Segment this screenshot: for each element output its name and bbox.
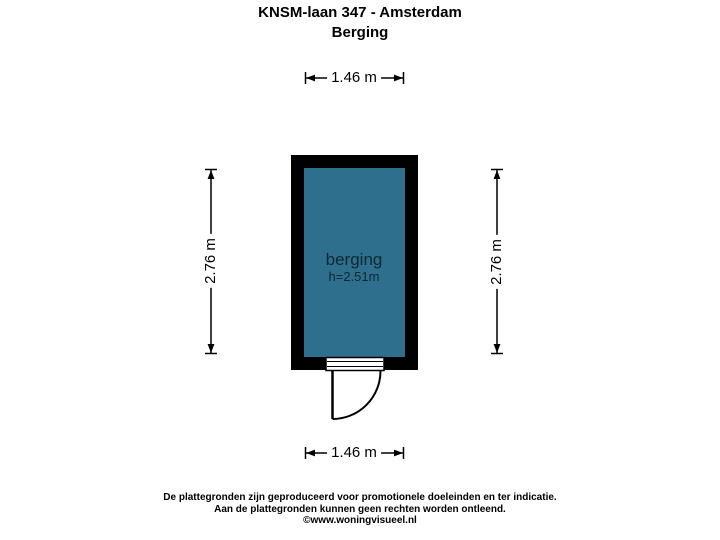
dimension-label-top: 1.46 m xyxy=(327,68,381,88)
door-swing-arc xyxy=(332,370,382,420)
disclaimer-line-1: De plattegronden zijn geproduceerd voor … xyxy=(163,492,557,503)
dimension-label-left: 2.76 m xyxy=(201,234,221,288)
dimension-label-right: 2.76 m xyxy=(487,235,507,289)
page-title: KNSM-laan 347 - Amsterdam Berging xyxy=(0,3,720,43)
disclaimer-copyright: ©www.woningvisueel.nl xyxy=(303,515,417,526)
disclaimer: De plattegronden zijn geproduceerd voor … xyxy=(0,492,720,527)
disclaimer-line-2: Aan de plattegronden kunnen geen rechten… xyxy=(214,503,506,515)
title-subtitle: Berging xyxy=(331,24,389,41)
room-interior xyxy=(304,168,405,357)
dimension-label-bottom: 1.46 m xyxy=(327,443,381,463)
title-address: KNSM-laan 347 - Amsterdam xyxy=(258,4,462,21)
door-threshold xyxy=(325,356,385,372)
